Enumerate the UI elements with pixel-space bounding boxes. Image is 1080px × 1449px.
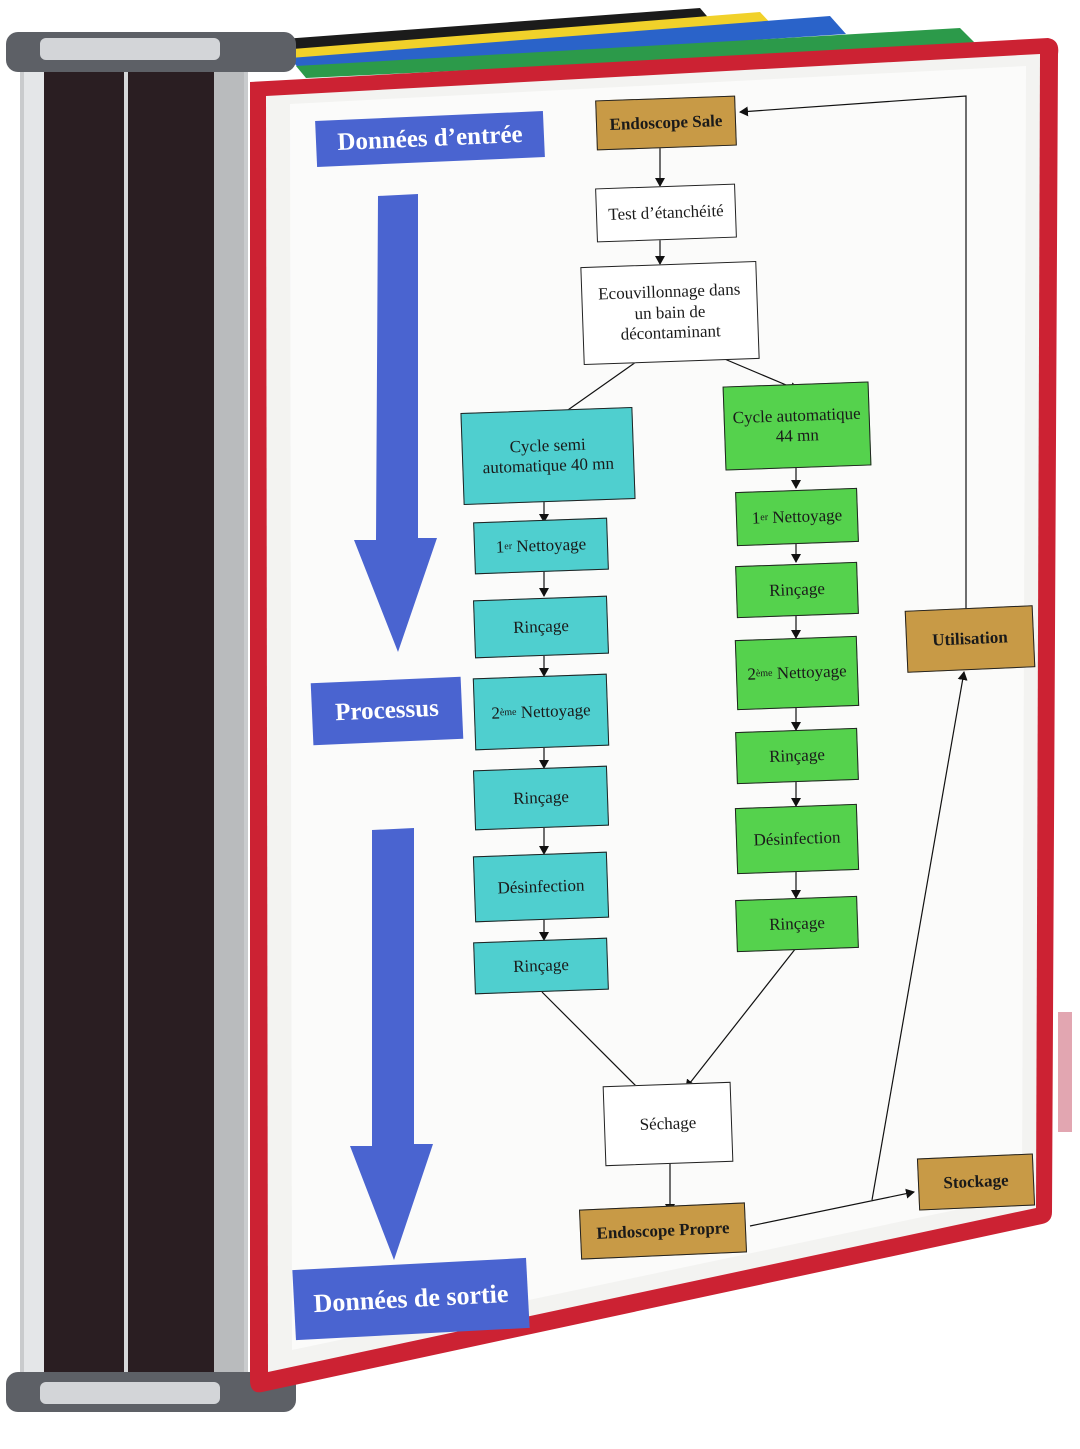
box-drying: Séchage [602,1081,734,1167]
box-auto-disinfection: Désinfection [734,803,860,875]
big-arrow-top [354,194,437,652]
auto-first-cleaning-text: Nettoyage [767,505,843,527]
box-semi-rinse-2: Rinçage [472,765,610,831]
box-use: Utilisation [904,605,1036,673]
rail-highlight [24,44,44,1398]
rail-divider [124,66,128,1378]
semi-first-cleaning-text: Nettoyage [511,534,587,556]
semi-first-cleaning-num: 1 [495,537,505,557]
box-auto-rinse-3: Rinçage [735,895,859,953]
semi-second-cleaning-sup: ème [499,706,517,719]
label-process: Processus [310,676,464,746]
auto-second-cleaning-text: Nettoyage [772,661,847,683]
flow-connectors [539,95,968,1227]
auto-second-cleaning-sup: ème [755,667,773,680]
box-brushing: Ecouvillonnage dans un bain de décontami… [580,260,760,366]
big-arrow-bottom [350,828,433,1260]
box-dirty-endoscope: Endoscope Sale [595,95,737,151]
box-leak-test: Test d’étanchéité [595,183,737,243]
box-storage: Stockage [916,1153,1036,1211]
semi-second-cleaning-num: 2 [491,703,501,723]
label-output-data: Données de sortie [292,1257,530,1341]
box-semi-disinfection: Désinfection [472,851,610,923]
rail-cap-top-inner [40,38,220,60]
box-auto-cycle: Cycle automatique 44 mn [722,381,872,471]
semi-second-cleaning-text: Nettoyage [516,700,591,722]
box-semi-auto-cycle: Cycle semi automatique 40 mn [460,407,636,505]
pocket-black [270,8,712,52]
pocket-blue [290,16,846,70]
box-auto-rinse-2: Rinçage [735,727,859,785]
box-semi-rinse-1: Rinçage [473,595,609,659]
pocket-green [296,28,978,78]
rail-strip-right [128,66,214,1378]
rail-strip-left [44,66,124,1378]
auto-second-cleaning-num: 2 [747,664,757,684]
rail-edge [214,56,244,1392]
box-auto-rinse-1: Rinçage [735,561,859,619]
auto-first-cleaning-num: 1 [751,508,761,528]
pocket-side-tab [1058,1012,1072,1132]
box-semi-rinse-3: Rinçage [473,937,609,995]
rail-cap-bottom-inner [40,1382,220,1404]
box-clean-endoscope: Endoscope Propre [578,1202,748,1260]
